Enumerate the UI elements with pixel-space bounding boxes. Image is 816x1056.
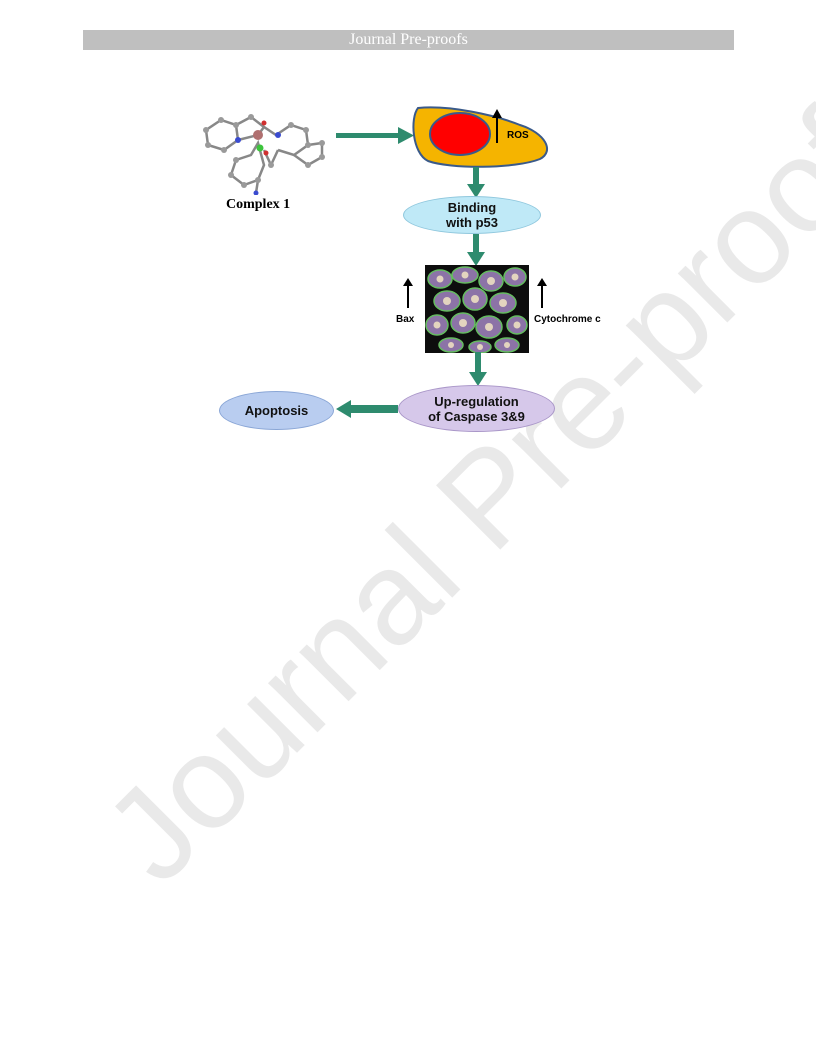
cytochrome-label: Cytochrome c bbox=[534, 314, 601, 325]
journal-header: Journal Pre-proofs bbox=[83, 30, 734, 50]
watermark: Journal Pre-proofs bbox=[76, 37, 816, 910]
caspase-node: Up-regulation of Caspase 3&9 bbox=[398, 385, 555, 432]
binding-p53-node: Binding with p53 bbox=[403, 196, 541, 234]
arrow-binding-to-cells bbox=[467, 234, 485, 266]
arrow-complex-to-cell bbox=[336, 127, 414, 144]
arrow-caspase-to-apoptosis bbox=[336, 400, 398, 418]
apoptosis-node: Apoptosis bbox=[219, 391, 334, 430]
ros-label: ROS bbox=[507, 130, 529, 141]
cell-diagram bbox=[412, 106, 548, 168]
cytochrome-up-arrow-icon bbox=[537, 278, 547, 308]
complex-structure-image bbox=[203, 114, 325, 195]
complex-label: Complex 1 bbox=[226, 197, 291, 212]
bax-up-arrow-icon bbox=[403, 278, 413, 308]
bax-label: Bax bbox=[396, 314, 415, 325]
arrow-cell-to-binding bbox=[467, 167, 485, 198]
microscopy-image bbox=[425, 265, 529, 353]
arrow-cells-to-caspase bbox=[469, 352, 487, 386]
